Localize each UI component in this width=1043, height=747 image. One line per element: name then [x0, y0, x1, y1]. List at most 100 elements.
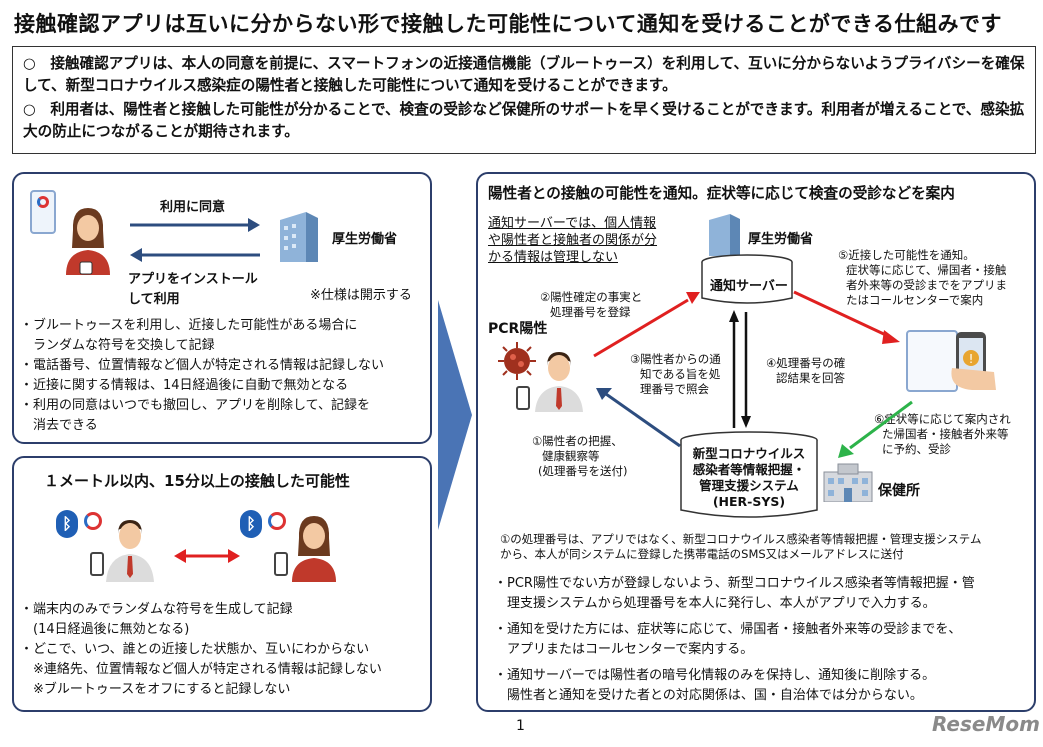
user-man-icon — [535, 352, 583, 412]
resemom-logo: ReseMom — [932, 712, 1040, 736]
step3-line: 理番号で照会 — [640, 382, 709, 396]
health-center-label: 保健所 — [878, 483, 920, 499]
red-arrow-register — [593, 292, 700, 358]
pcr-label: PCR陽性 — [488, 321, 548, 337]
panel2-bullets: ・端末内のみでランダムな符号を生成して記録 (14日経過後に無効となる) ・どこ… — [20, 600, 425, 700]
step4-note: ④処理番号の確 認結果を回答 — [766, 356, 845, 386]
panel2-bullet: ・端末内のみでランダムな符号を生成して記録 — [20, 602, 293, 617]
server-note-line: や陽性者と接触者の関係が分 — [488, 233, 658, 248]
panel2-bullet: (14日経過後に無効となる) — [20, 622, 190, 637]
phone-app-icon — [30, 190, 56, 234]
panel3-bullet: ・PCR陽性でない方が登録しないよう、新型コロナウイルス感染者等情報把握・管 理… — [494, 574, 1030, 614]
panel3-bullet-line: ・通知サーバーでは陽性者の暗号化情報のみを保持し、通知後に削除する。 — [494, 668, 936, 683]
step1-line: ①陽性者の把握、 — [532, 434, 623, 448]
panel1-bullet: 消去できる — [20, 418, 98, 433]
panel3-bullet-line: ・通知を受けた方には、症状等に応じて、帰国者・接触者外来等の受診までを、 — [494, 622, 962, 637]
panel3-bullet: ・通知を受けた方には、症状等に応じて、帰国者・接触者外来等の受診までを、 アプリ… — [494, 620, 1030, 660]
panel1-bullet: ・近接に関する情報は、14日経過後に自動で無効となる — [20, 378, 349, 393]
app-logo-icon — [268, 512, 286, 530]
red-arrow-notify — [793, 290, 900, 344]
step3-line: ③陽性者からの通 — [630, 352, 721, 366]
user-woman-icon — [292, 516, 336, 582]
ministry-label-2: 厚生労働省 — [748, 232, 814, 247]
step2-line: ②陽性確定の事実と — [540, 290, 643, 304]
panel3-bullets: ・PCR陽性でない方が登録しないよう、新型コロナウイルス感染者等情報把握・管 理… — [494, 574, 1030, 706]
building-icon — [709, 214, 740, 256]
intro-item-2: ○ 利用者は、陽性者と接触した可能性が分かることで、検査の受診など保健所のサポー… — [23, 101, 1025, 140]
hersys-line: (HER-SYS) — [712, 494, 786, 509]
navy-arrow-track — [596, 388, 681, 448]
phone-icon — [90, 552, 104, 576]
hersys-line: 感染者等情報把握・ — [692, 462, 806, 477]
building-icon — [280, 212, 318, 262]
panel3-bullet-line: アプリまたはコールセンターで案内する。 — [494, 642, 754, 657]
step6-note: ⑥症状等に応じて案内され た帰国者・接触者外来等 に予約、受診 — [874, 412, 1011, 457]
intro-item-1: ○ 接触確認アプリは、本人の同意を前提に、スマートフォンの近接通信機能（ブルート… — [23, 55, 1025, 94]
panel1-bullet: ・電話番号、位置情報など個人が特定される情報は記録しない — [20, 358, 385, 373]
contact-arrow — [174, 549, 240, 563]
panel2-bullet: ※ブルートゥースをオフにすると記録しない — [20, 682, 291, 697]
hersys-cylinder — [680, 431, 818, 518]
footnote-line: から、本人が同システムに登録した携帯電話のSMS又はメールアドレスに送付 — [500, 547, 904, 561]
install-label-2: して利用 — [128, 292, 180, 307]
bluetooth-icon: ᛒ — [240, 510, 262, 538]
step3-note: ③陽性者からの通 知である旨を処 理番号で照会 — [630, 352, 721, 397]
hand-phone-icon: ! — [951, 332, 996, 390]
panel2-bullet: ・どこで、いつ、誰との近接した状態か、互いにわからない — [20, 642, 370, 657]
flow-arrow — [438, 300, 472, 530]
step1-line: (処理番号を送付) — [538, 464, 628, 478]
panel3-bullet-line: 陽性者と通知を受けた者との対応関係は、国・自治体では分からない。 — [494, 688, 923, 703]
hersys-line: 新型コロナウイルス — [692, 446, 806, 461]
virus-icon — [498, 342, 536, 380]
step6-line: た帰国者・接触者外来等 — [882, 427, 1009, 441]
server-label: 通知サーバー — [710, 279, 788, 294]
hospital-icon — [823, 463, 873, 502]
step5-line: 症状等に応じて、帰国者・接触 — [846, 263, 1007, 277]
panel3-heading: 陽性者との接触の可能性を通知。症状等に応じて検査の受診などを案内 — [488, 185, 955, 202]
step5-line: 者外来等の受診までをアプリま — [846, 278, 1007, 292]
step5-line: ⑤近接した可能性を通知。 — [838, 248, 975, 262]
step2-note: ②陽性確定の事実と 処理番号を登録 — [540, 290, 642, 320]
svg-text:!: ! — [969, 352, 974, 366]
user-man-icon — [106, 520, 154, 582]
bluetooth-icon: ᛒ — [56, 510, 78, 538]
hersys-line: 管理支援システム — [699, 478, 799, 493]
step5-line: たはコールセンターで案内 — [846, 293, 984, 307]
step6-line: に予約、受診 — [882, 442, 951, 456]
phone-icon — [274, 552, 288, 576]
app-logo-icon — [84, 512, 102, 530]
step5-note: ⑤近接した可能性を通知。 症状等に応じて、帰国者・接触 者外来等の受診までをアプ… — [838, 248, 1007, 308]
processing-number-note: ①の処理番号は、アプリではなく、新型コロナウイルス感染者等情報把握・管理支援シス… — [500, 532, 981, 562]
hersys-label: 新型コロナウイルス 感染者等情報把握・ 管理支援システム (HER-SYS) — [684, 446, 814, 510]
panel2-bullet: ※連絡先、位置情報など個人が特定される情報は記録しない — [20, 662, 382, 677]
step3-line: 知である旨を処 — [640, 367, 721, 381]
step1-note: ①陽性者の把握、 健康観察等 (処理番号を送付) — [532, 434, 627, 479]
intro-box: ○ 接触確認アプリは、本人の同意を前提に、スマートフォンの近接通信機能（ブルート… — [12, 46, 1036, 154]
consent-label: 利用に同意 — [160, 200, 226, 215]
page-title: 接触確認アプリは互いに分からない形で接触した可能性について通知を受けることができ… — [14, 12, 1002, 36]
panel2-heading: １メートル以内、15分以上の接触した可能性 — [44, 472, 350, 490]
panel3-bullet-line: ・PCR陽性でない方が登録しないよう、新型コロナウイルス感染者等情報把握・管 — [494, 576, 975, 591]
panel1-bullet: ・利用の同意はいつでも撤回し、アプリを削除して、記録を — [20, 398, 370, 413]
panel1-bullet: ランダムな符号を交換して記録 — [20, 338, 215, 353]
step4-line: ④処理番号の確 — [766, 356, 846, 370]
ministry-label-1: 厚生労働省 — [332, 232, 398, 247]
server-note-line: かる情報は管理しない — [488, 250, 619, 265]
panel1-bullets: ・ブルートゥースを利用し、近接した可能性がある場合に ランダムな符号を交換して記… — [20, 316, 425, 436]
panel1-bullet: ・ブルートゥースを利用し、近接した可能性がある場合に — [20, 318, 358, 333]
server-note: 通知サーバーでは、個人情報 や陽性者と接触者の関係が分 かる情報は管理しない — [488, 215, 657, 266]
install-arrow — [130, 248, 260, 262]
spec-note: ※仕様は開示する — [310, 288, 412, 303]
green-arrow-visit — [838, 400, 913, 458]
panel3-bullet-line: 理支援システムから処理番号を本人に発行し、本人がアプリで入力する。 — [494, 596, 936, 611]
server-note-line: 通知サーバーでは、個人情報 — [488, 216, 657, 231]
step6-line: ⑥症状等に応じて案内され — [874, 412, 1011, 426]
step2-line: 処理番号を登録 — [550, 305, 631, 319]
page-number: 1 — [516, 718, 525, 734]
phone-icon — [516, 386, 530, 410]
step1-line: 健康観察等 — [542, 449, 600, 463]
user-woman-icon — [66, 208, 110, 275]
step4-line: 認結果を回答 — [776, 371, 845, 385]
footnote-line: ①の処理番号は、アプリではなく、新型コロナウイルス感染者等情報把握・管理支援シス… — [500, 532, 982, 546]
vertical-arrows — [729, 310, 751, 428]
